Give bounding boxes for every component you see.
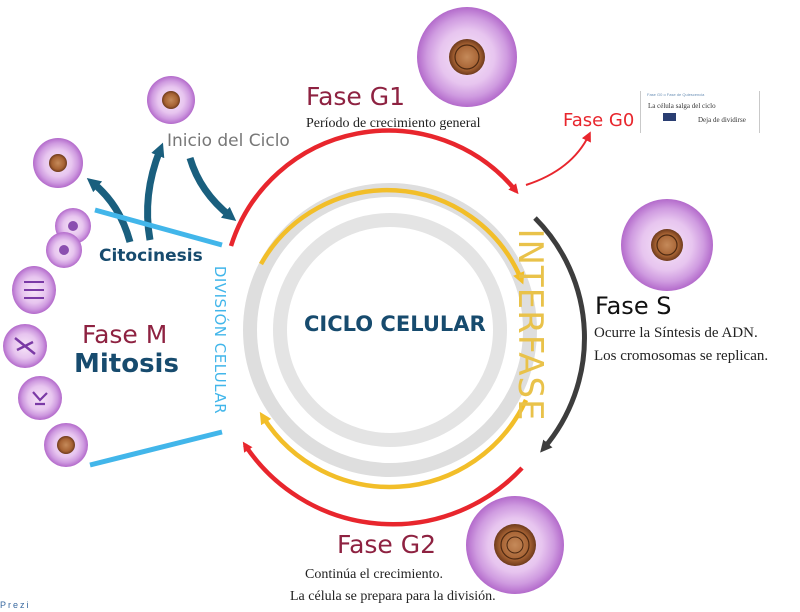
s-description-line2: Los cromosomas se replican.	[594, 348, 769, 364]
cell-metaphase-icon	[3, 324, 47, 368]
g0-card-header: Fase G0 o Fase de Quiescencia	[647, 92, 705, 97]
m-phase-name: Fase M	[82, 320, 168, 349]
g2-description-line1: Continúa el crecimiento.	[305, 567, 444, 582]
cell-prophase-icon	[44, 423, 88, 467]
division-line-top	[94, 207, 223, 248]
g1-phase-name: Fase G1	[306, 82, 406, 111]
g1-description: Período de crecimiento general	[306, 116, 481, 131]
g0-card-line2: Deja de dividirse	[698, 116, 746, 124]
cell-g2-icon	[466, 496, 564, 594]
g2-description-line2: La célula se prepara para la división.	[290, 589, 496, 604]
dark-arc-s-phase	[533, 216, 587, 453]
cell-cytokinesis-icon	[46, 208, 91, 268]
cycle-title: CICLO CELULAR	[304, 312, 486, 336]
yellow-arc-bottom	[259, 399, 529, 490]
interphase-label: INTERFASE	[510, 228, 550, 422]
g0-card-line1: La célula salga del ciclo	[648, 102, 716, 110]
cell-prometaphase-icon	[18, 376, 62, 420]
inner-gray-ring	[273, 213, 507, 447]
cell-s-icon	[621, 199, 713, 291]
teal-arrow-2	[86, 177, 134, 243]
teal-arrow-3	[186, 156, 237, 221]
cell-start-icon	[147, 76, 195, 124]
teal-arrow-1	[144, 142, 165, 241]
cell-g1-icon	[417, 7, 517, 107]
cytokinesis-label: Citocinesis	[99, 246, 203, 266]
red-arc-g2	[242, 441, 524, 527]
cell-interphase-small-icon	[33, 138, 83, 188]
red-arrow-g0	[525, 131, 591, 186]
g0-card: Fase G0 o Fase de Quiescencia La célula …	[640, 91, 760, 133]
s-description-line1: Ocurre la Síntesis de ADN.	[594, 325, 758, 341]
prezi-watermark: Prezi	[0, 600, 31, 610]
division-label: DIVISIÓN CELULAR	[211, 265, 229, 415]
g0-card-thumbnail	[663, 113, 676, 121]
g2-phase-name: Fase G2	[337, 530, 437, 559]
center-disc	[288, 228, 492, 432]
start-label: Inicio del Ciclo	[167, 131, 290, 151]
division-line-bottom	[89, 429, 223, 468]
g0-phase-name: Fase G0	[563, 110, 635, 131]
yellow-arc-top	[259, 187, 525, 285]
cell-anaphase-icon	[12, 266, 56, 314]
red-arc-g1	[228, 128, 519, 247]
s-phase-name: Fase S	[595, 292, 672, 320]
m-phase-subtitle: Mitosis	[74, 349, 179, 379]
